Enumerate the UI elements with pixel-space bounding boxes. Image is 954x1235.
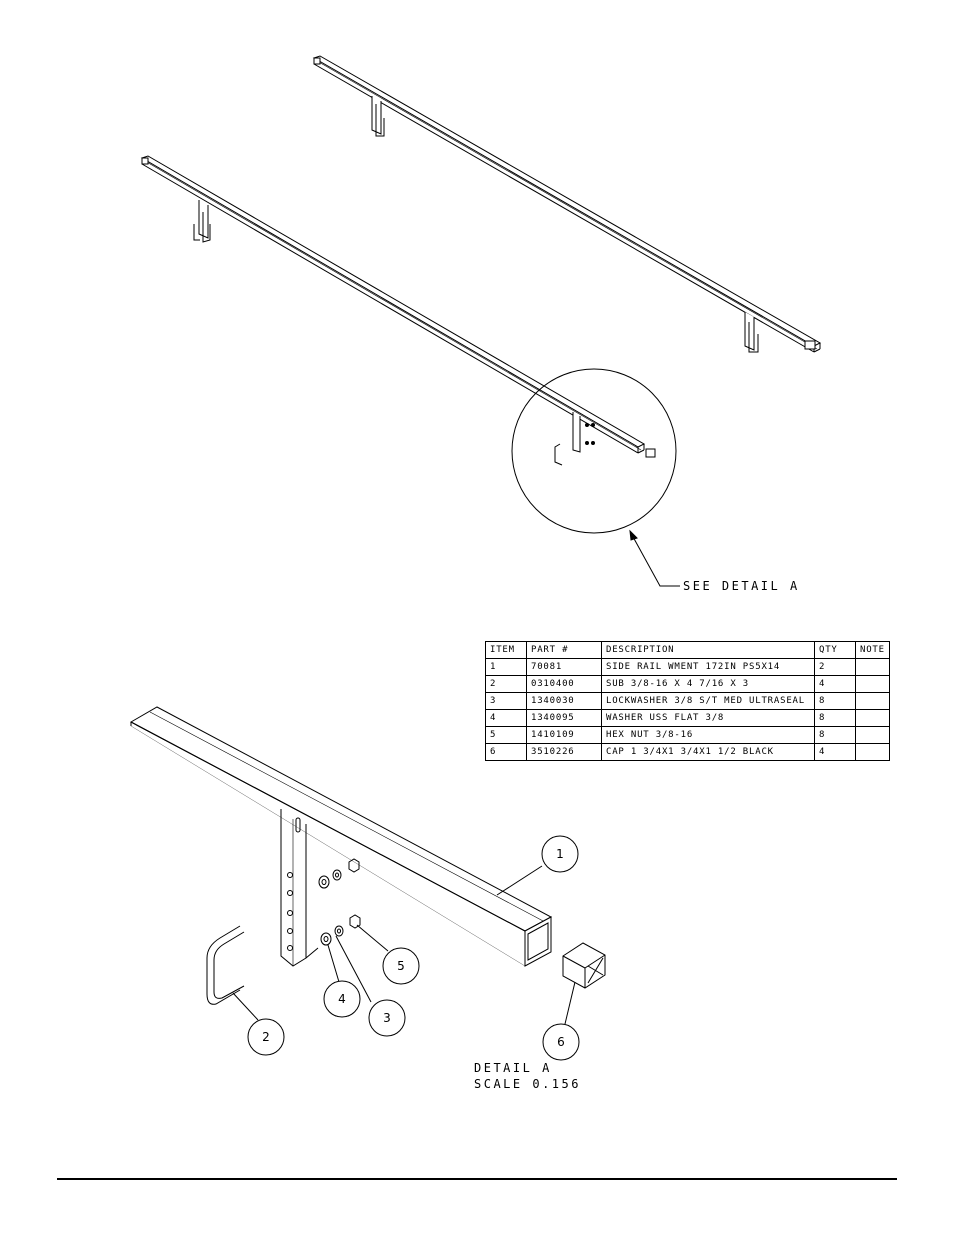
bom-cell-description: CAP 1 3/4X1 3/4X1 1/2 BLACK [601, 743, 815, 761]
see-detail-label: SEE DETAIL A [683, 579, 800, 593]
table-row: 3 1340030 LOCKWASHER 3/8 S/T MED ULTRASE… [485, 692, 890, 710]
bom-cell-qty: 8 [814, 692, 856, 710]
detail-a-scale: SCALE 0.156 [474, 1077, 581, 1091]
bom-cell-qty: 8 [814, 709, 856, 727]
bom-header-description: DESCRIPTION [601, 641, 815, 659]
side-rail-upper [312, 55, 822, 353]
balloon-4: 4 [323, 980, 361, 1018]
detail-a-hardware [318, 858, 361, 946]
bom-cell-part: 1410109 [526, 726, 602, 744]
bom-cell-part: 3510226 [526, 743, 602, 761]
table-row: 1 70081 SIDE RAIL WMENT 172IN PS5X14 2 [485, 658, 890, 676]
bom-header-item: ITEM [485, 641, 527, 659]
bom-cell-description: SUB 3/8-16 X 4 7/16 X 3 [601, 675, 815, 693]
footer-divider [57, 1178, 897, 1180]
balloon-2: 2 [247, 1018, 285, 1056]
bom-cell-note [855, 658, 890, 676]
svg-text:4: 4 [338, 992, 346, 1006]
bom-header-note: NOTE [855, 641, 890, 659]
bom-cell-item: 6 [485, 743, 527, 761]
bom-cell-description: SIDE RAIL WMENT 172IN PS5X14 [601, 658, 815, 676]
bom-cell-item: 1 [485, 658, 527, 676]
bom-cell-item: 4 [485, 709, 527, 727]
detail-a-u-bolt [206, 925, 245, 1005]
side-rail-lower [140, 155, 656, 466]
svg-text:6: 6 [557, 1035, 565, 1049]
bom-cell-note [855, 726, 890, 744]
table-row: 6 3510226 CAP 1 3/4X1 3/4X1 1/2 BLACK 4 [485, 743, 890, 761]
svg-text:3: 3 [383, 1011, 391, 1025]
bom-cell-part: 1340095 [526, 709, 602, 727]
table-row: 2 0310400 SUB 3/8-16 X 4 7/16 X 3 4 [485, 675, 890, 693]
detail-a-rail [129, 706, 553, 967]
detail-callout [511, 368, 680, 587]
table-row: 4 1340095 WASHER USS FLAT 3/8 8 [485, 709, 890, 727]
detail-a-title: DETAIL A [474, 1061, 552, 1075]
balloon-5: 5 [382, 947, 420, 985]
bom-cell-qty: 4 [814, 675, 856, 693]
bom-cell-item: 3 [485, 692, 527, 710]
bom-cell-part: 0310400 [526, 675, 602, 693]
bom-header-row: ITEM PART # DESCRIPTION QTY NOTE [485, 641, 890, 659]
bom-cell-qty: 4 [814, 743, 856, 761]
svg-text:2: 2 [262, 1030, 270, 1044]
bom-cell-description: LOCKWASHER 3/8 S/T MED ULTRASEAL [601, 692, 815, 710]
bom-cell-note [855, 675, 890, 693]
balloon-leaders [232, 865, 576, 1025]
bom-header-qty: QTY [814, 641, 856, 659]
bom-cell-item: 2 [485, 675, 527, 693]
balloon-1: 1 [541, 835, 579, 873]
table-row: 5 1410109 HEX NUT 3/8-16 8 [485, 726, 890, 744]
bom-cell-description: WASHER USS FLAT 3/8 [601, 709, 815, 727]
svg-text:5: 5 [397, 959, 405, 973]
bom-cell-description: HEX NUT 3/8-16 [601, 726, 815, 744]
bom-cell-note [855, 743, 890, 761]
bom-cell-qty: 2 [814, 658, 856, 676]
bom-cell-part: 70081 [526, 658, 602, 676]
detail-a-cap [562, 942, 606, 989]
bom-cell-part: 1340030 [526, 692, 602, 710]
bom-cell-note [855, 692, 890, 710]
bom-cell-note [855, 709, 890, 727]
bom-cell-item: 5 [485, 726, 527, 744]
bom-header-part: PART # [526, 641, 602, 659]
detail-a-bracket [280, 809, 319, 967]
svg-text:1: 1 [556, 847, 564, 861]
bill-of-materials-table: ITEM PART # DESCRIPTION QTY NOTE 1 70081… [485, 641, 890, 761]
balloon-3: 3 [368, 999, 406, 1037]
bom-cell-qty: 8 [814, 726, 856, 744]
balloon-6: 6 [542, 1023, 580, 1061]
